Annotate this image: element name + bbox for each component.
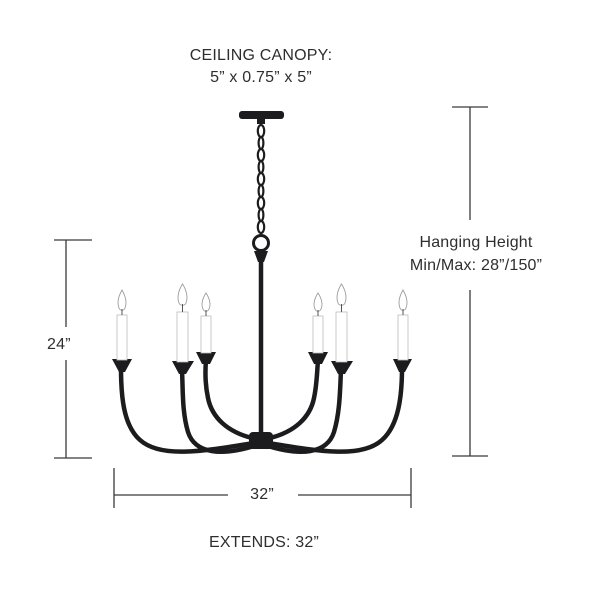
canopy-loop — [257, 118, 265, 124]
arm-middle-right — [265, 367, 344, 454]
bobeche-outer-right — [393, 359, 412, 372]
hanging-height-value: Min/Max: 28”/150” — [409, 257, 543, 274]
bobeche-inner-left — [196, 352, 216, 364]
bobeche-inner-right — [308, 352, 328, 364]
hanging-ring — [252, 234, 270, 252]
candle-middle-right — [335, 283, 348, 363]
arm-outer-left — [118, 365, 257, 454]
candle-middle-left — [176, 283, 189, 363]
candle-outer-right — [397, 289, 409, 361]
width-dimension-line — [113, 468, 412, 508]
bobeche-outer-left — [112, 359, 132, 372]
arm-inner-right — [267, 357, 321, 441]
height-dimension-label: 24” — [47, 336, 71, 353]
hanging-height-title: Hanging Height — [419, 234, 533, 251]
ceiling-canopy — [239, 111, 284, 119]
canopy-title: CEILING CANOPY: — [189, 47, 333, 64]
height-dimension-line — [54, 239, 92, 459]
extends-label: EXTENDS: 32” — [209, 534, 319, 551]
candle-inner-left — [200, 292, 212, 354]
arm-outer-right — [265, 365, 405, 454]
bobeche-middle-right — [331, 361, 353, 374]
candle-outer-left — [116, 289, 128, 361]
chain — [256, 123, 266, 235]
arm-inner-left — [203, 357, 255, 441]
hanging-height-dimension-line — [452, 106, 488, 457]
canopy-size: 5” x 0.75” x 5” — [210, 69, 312, 86]
width-dimension-label: 32” — [250, 486, 274, 503]
arm-middle-left — [179, 367, 257, 454]
candle-inner-right — [312, 292, 324, 354]
chandelier-fixture — [112, 111, 412, 454]
bobeche-middle-left — [172, 361, 194, 374]
